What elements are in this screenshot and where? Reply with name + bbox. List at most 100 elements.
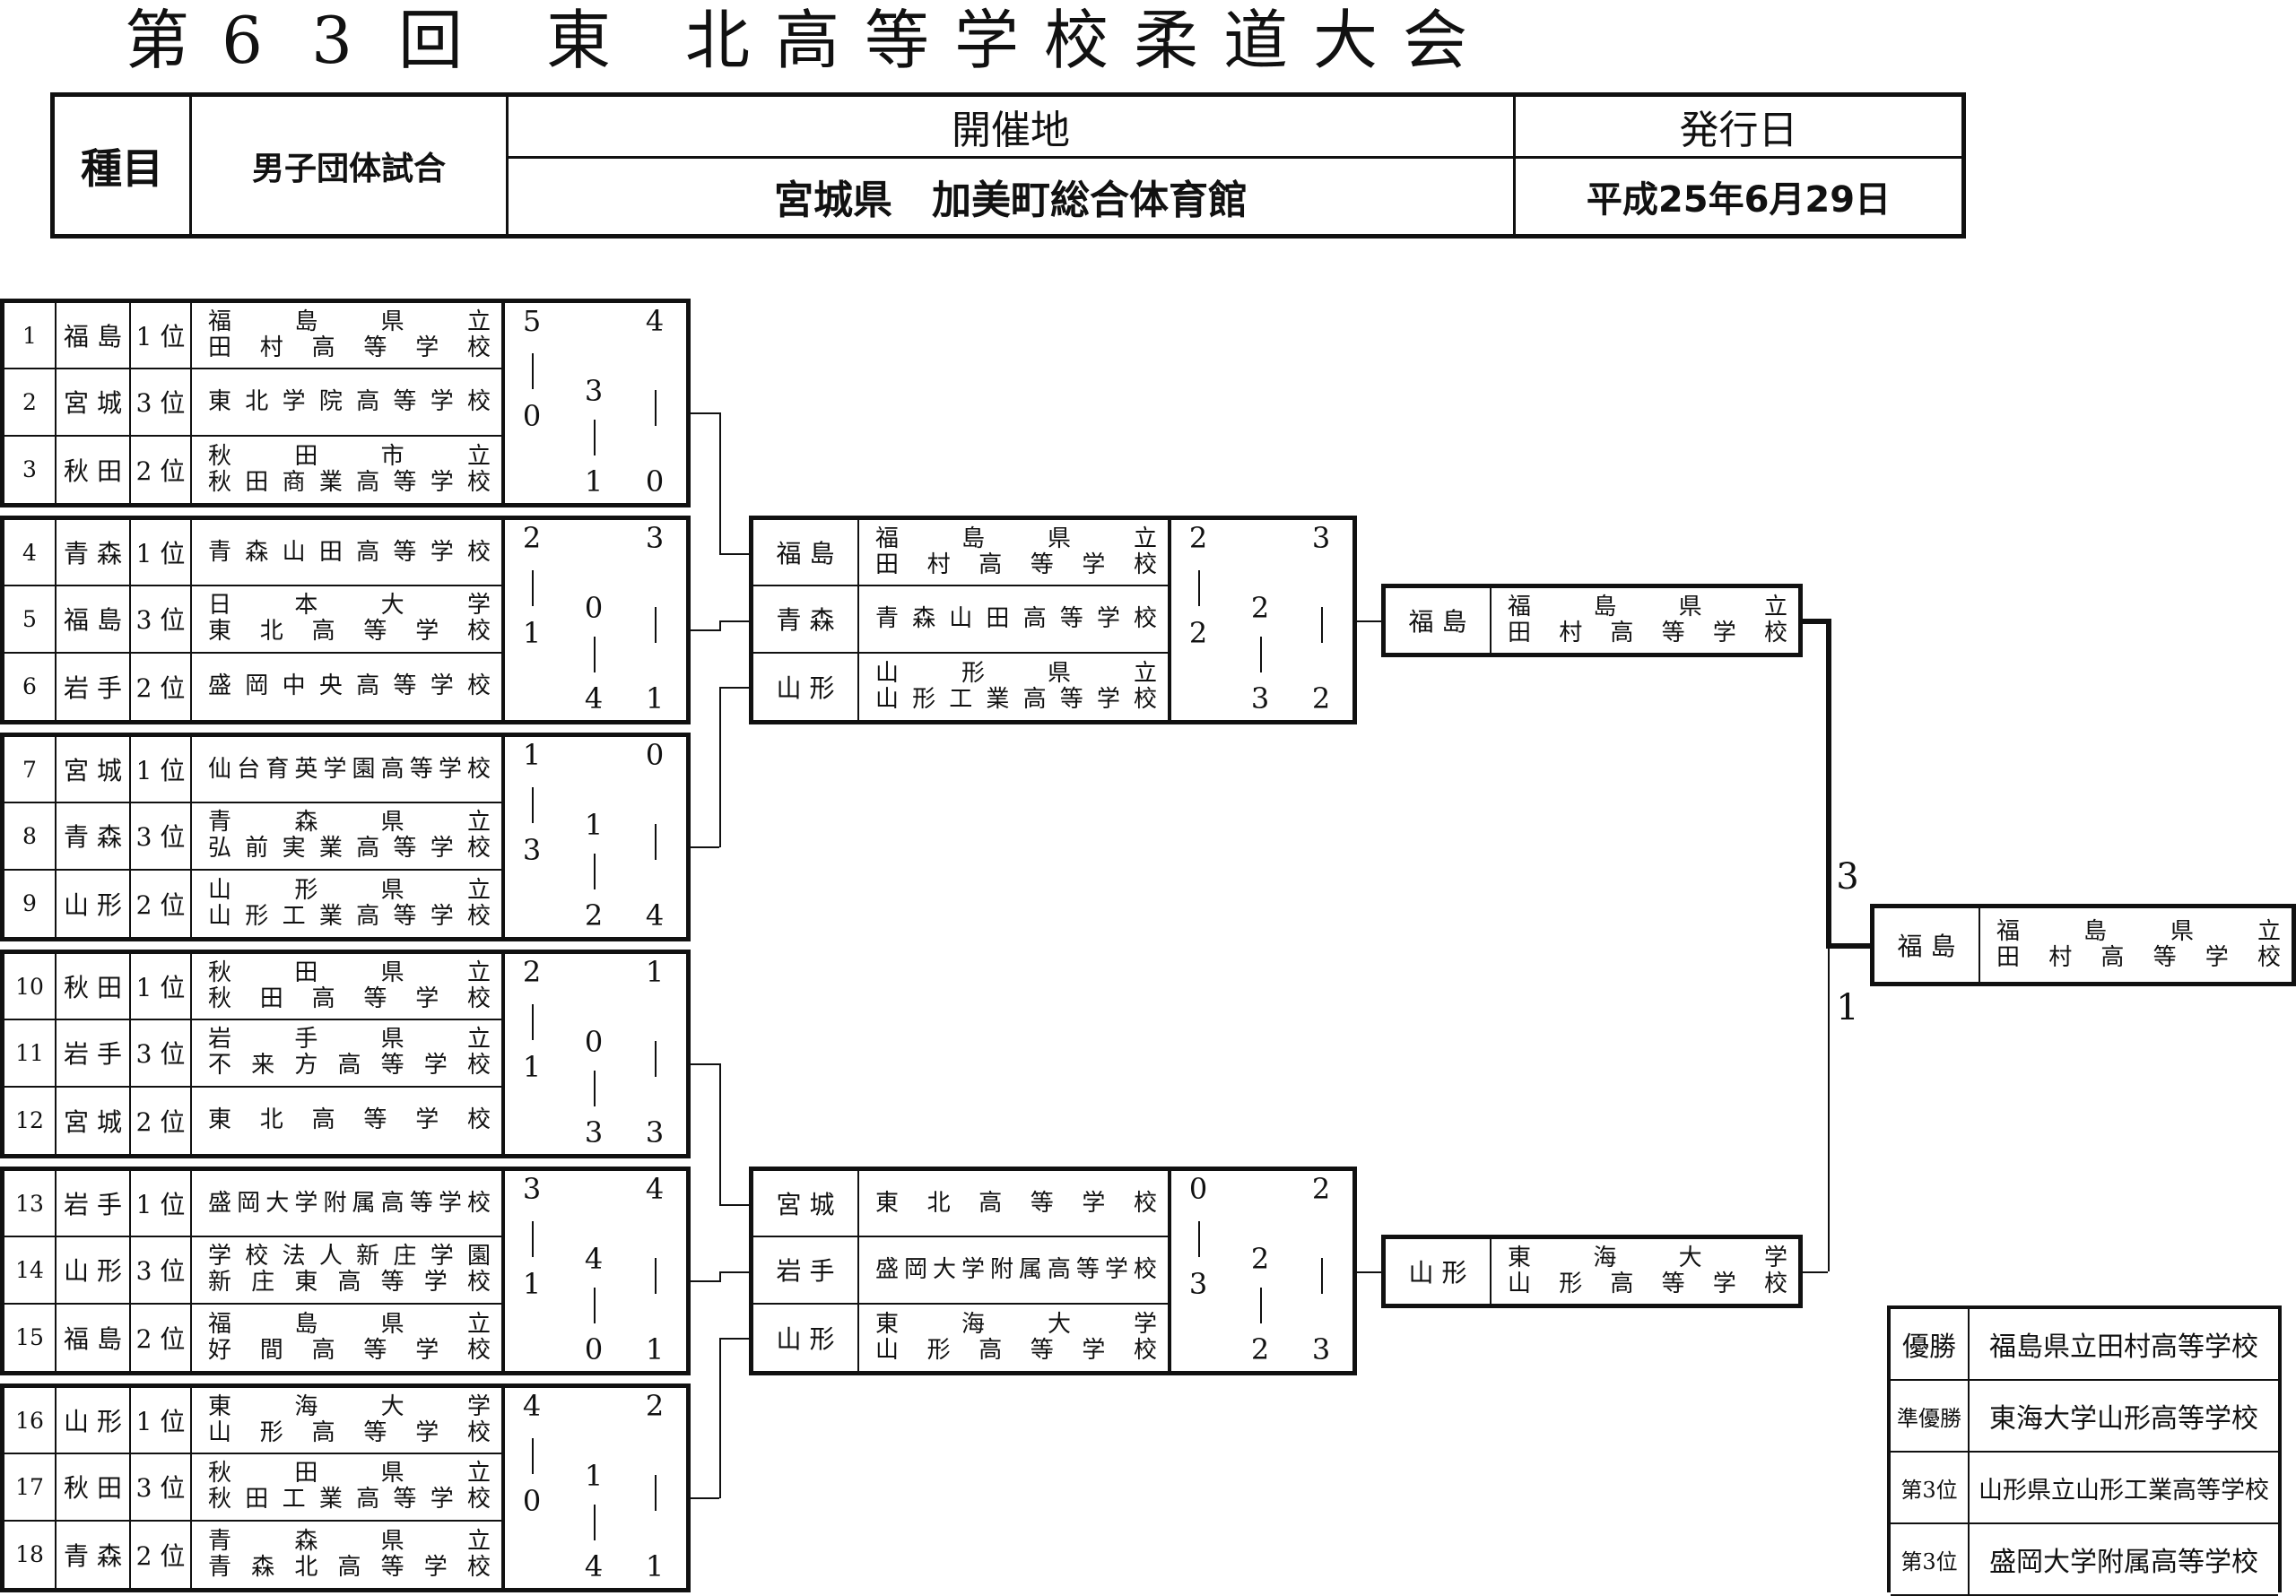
school-char: 高 — [978, 1189, 1003, 1217]
school-name-line: 福島県立 — [208, 309, 491, 335]
school-name-line: 山形県立 — [875, 659, 1157, 687]
school-char: 等 — [393, 835, 417, 863]
school-char: 島 — [961, 525, 985, 553]
school-name-line: 田村高等学校 — [1508, 620, 1787, 646]
school-char: 校 — [466, 902, 491, 930]
school-char: 高 — [356, 1486, 380, 1514]
score-mid-center: 0 — [584, 1024, 604, 1059]
school-char: 山 — [875, 685, 900, 713]
bracket-line — [691, 629, 719, 631]
school-char: 高 — [311, 1106, 335, 1134]
school-char: 大 — [1678, 1245, 1702, 1271]
school-name-line: 青森山田高等学校 — [875, 605, 1157, 632]
school-name: 盛岡大学附属高等学校 — [859, 1237, 1171, 1305]
score-top-left: 2 — [1188, 521, 1208, 555]
score-bottom-center: 1 — [584, 464, 604, 499]
school-char: 学 — [1082, 1336, 1106, 1364]
school-char: 高 — [337, 1553, 361, 1581]
score-bottom-right: 4 — [645, 898, 665, 932]
school-char: 法 — [282, 1243, 306, 1271]
school-name: 福島県立田村高等学校 — [1980, 908, 2292, 982]
school-char: 県 — [380, 1026, 404, 1054]
school-char: 海 — [961, 1310, 985, 1338]
school-name-line: 学校法人新庄学園 — [208, 1244, 491, 1270]
score-top-right: 0 — [645, 738, 665, 772]
entry-prefecture: 山 形 — [57, 870, 131, 937]
school-char: 等 — [393, 468, 417, 496]
entry-rank: 1 位 — [131, 303, 192, 370]
school-char: 田 — [294, 959, 318, 987]
bracket-line — [719, 1337, 721, 1499]
school-char: 等 — [1030, 1189, 1054, 1217]
school-char: 東 — [875, 1310, 900, 1338]
bracket-line — [719, 1337, 750, 1340]
school-char: 県 — [380, 308, 404, 336]
title-char: 校 — [1043, 3, 1109, 78]
score-separator — [594, 1505, 596, 1541]
school-name-line: 秋田高等学校 — [208, 986, 491, 1012]
school-char: 学 — [415, 334, 439, 362]
school-char: 青 — [208, 1527, 232, 1555]
school-char: 高 — [356, 672, 380, 700]
school-name: 青森山田高等学校 — [192, 520, 505, 587]
semifinal-prefecture: 岩 手 — [753, 1237, 859, 1305]
school-char: 北 — [245, 387, 269, 415]
school-char: 学 — [430, 468, 454, 496]
school-char: 学 — [1096, 685, 1120, 713]
school-char: 立 — [1133, 659, 1157, 687]
school-char: 立 — [2257, 918, 2281, 945]
bracket-line — [1357, 1271, 1381, 1273]
school-char: 島 — [2083, 918, 2107, 945]
score-separator — [594, 1288, 596, 1324]
school-char: 秋 — [208, 1486, 232, 1514]
score-top-right: 2 — [1311, 1172, 1331, 1206]
score-mid-left: 0 — [522, 1483, 542, 1518]
school-char: 高 — [356, 538, 380, 566]
school-char: 高 — [356, 835, 380, 863]
school-char: 新 — [208, 1269, 232, 1297]
school-char: 学 — [430, 387, 454, 415]
school-char: 日 — [208, 592, 232, 620]
school-char: 学 — [323, 755, 347, 783]
school-char: 工 — [282, 1486, 306, 1514]
school-char: 校 — [466, 835, 491, 863]
school-name-line: 秋田県立 — [208, 960, 491, 986]
event-info-table: 種目 男子団体試合 開催地 発行日 宮城県 加美町総合体育館 平成25年6月29… — [50, 92, 1966, 239]
school-char: 高 — [311, 618, 335, 646]
score-mid-left: 1 — [522, 1266, 542, 1301]
school-char: 盛 — [208, 1189, 232, 1217]
school-char: 学 — [282, 387, 306, 415]
entry-number: 9 — [4, 870, 57, 937]
school-name-line: 盛岡大学附属高等学校 — [208, 1189, 491, 1217]
school-char: 東 — [875, 1189, 900, 1217]
school-char: 高 — [337, 1052, 361, 1080]
school-char: 村 — [259, 334, 283, 362]
school-name: 東北高等学校 — [192, 1087, 505, 1154]
score-bottom-right: 2 — [1311, 681, 1331, 716]
school-char: 英 — [294, 755, 318, 783]
result-school: 盛岡大学附属高等学校 — [1970, 1524, 2278, 1596]
school-char: 島 — [1593, 594, 1617, 620]
school-char: 学 — [1104, 1255, 1128, 1283]
school-char: 業 — [986, 685, 1010, 713]
school-char: 学 — [466, 592, 491, 620]
school-char: 形 — [245, 902, 269, 930]
school-name: 山形県立山形工業高等学校 — [192, 870, 505, 937]
bracket-line — [1828, 945, 1830, 1271]
score-mid-left: 1 — [522, 615, 542, 650]
entry-number: 14 — [4, 1237, 57, 1305]
final-prefecture: 山 形 — [1386, 1239, 1492, 1304]
score-separator — [532, 1003, 534, 1040]
score-separator — [1198, 569, 1200, 606]
school-char: 福 — [875, 525, 900, 553]
score-separator — [594, 854, 596, 890]
school-char: 庄 — [393, 1243, 417, 1271]
score-mid-left: 1 — [522, 1049, 542, 1084]
school-char: 等 — [1059, 685, 1083, 713]
score-top-right: 1 — [645, 955, 665, 989]
school-char: 高 — [337, 1269, 361, 1297]
